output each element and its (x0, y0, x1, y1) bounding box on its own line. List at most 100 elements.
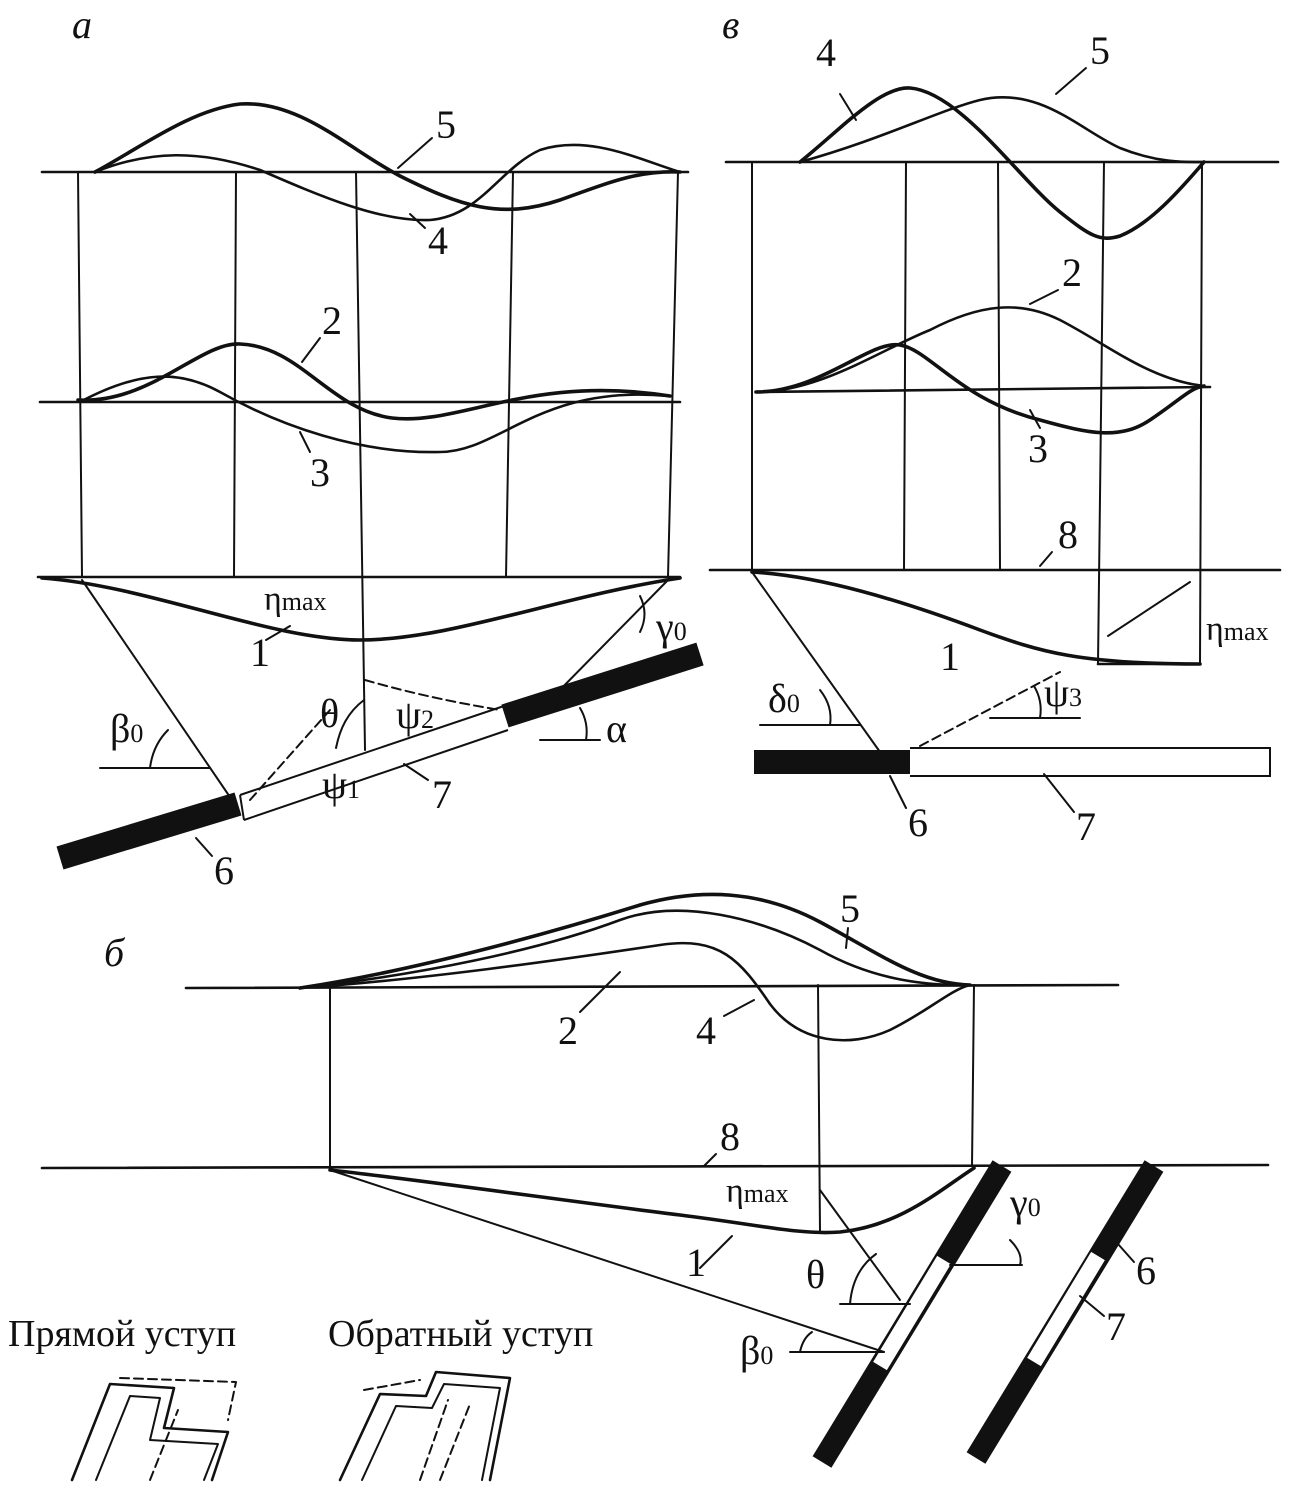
projection-line (997, 161, 1001, 571)
eta-max-label: ηmax (726, 1173, 789, 1210)
label-4: 4 (696, 1008, 716, 1053)
mined-out-left (873, 1255, 951, 1371)
diagonal-marker (1107, 581, 1191, 637)
leader-1 (265, 625, 291, 641)
reverse-step-dashed-2 (439, 1403, 471, 1481)
reverse-step-inner (361, 1383, 501, 1481)
label-2: 2 (322, 298, 342, 343)
panel-v-label: в (722, 2, 739, 47)
dashed-line (919, 671, 1061, 747)
leader-3 (1029, 409, 1041, 429)
theta-label: θ (320, 691, 339, 736)
label-7: 7 (432, 772, 452, 817)
curve-4 (798, 86, 1206, 240)
curve-1 (750, 570, 1202, 666)
label-4: 4 (428, 218, 448, 263)
step-legend: Прямой уступ Обратный уступ (8, 1313, 593, 1482)
label-6: 6 (1136, 1248, 1156, 1293)
panel-b: б 5 2 4 8 ηmax 1 (40, 886, 1270, 1468)
panel-a: а 5 4 2 3 1 ηmax (36, 2, 704, 893)
projection-line (903, 161, 907, 571)
leader-4 (839, 93, 857, 121)
delta-arc (819, 689, 832, 726)
curve-3 (754, 343, 1206, 435)
leader-8 (703, 1153, 717, 1167)
boundary-line-left (329, 1169, 885, 1353)
leader-5 (1055, 67, 1087, 95)
beta-arc (799, 1331, 813, 1353)
alpha-arc (579, 707, 588, 741)
label-8: 8 (1058, 512, 1078, 557)
leader-5 (845, 927, 849, 949)
leader-7 (1079, 1295, 1105, 1317)
label-5: 5 (840, 886, 860, 931)
reverse-step-dashed (363, 1379, 449, 1481)
eta-max-label: ηmax (264, 581, 327, 618)
boundary-line-left (751, 571, 881, 753)
label-8: 8 (720, 1114, 740, 1159)
dashed-line (819, 1189, 901, 1301)
projection-line (667, 171, 679, 578)
theta-arc (849, 1253, 877, 1305)
delta0-label: δ0 (768, 676, 800, 721)
curve-5 (298, 892, 972, 990)
direct-step-sketch (70, 1377, 237, 1482)
leader-6 (195, 837, 213, 857)
leader-5 (397, 137, 433, 169)
psi3-label: ψ3 (1044, 670, 1082, 715)
curve-2 (76, 342, 672, 421)
psi3-arc (1033, 685, 1042, 719)
theta-label: θ (806, 1252, 825, 1297)
direct-step-inner (95, 1395, 219, 1481)
leader-1 (699, 1235, 733, 1269)
projection-line (971, 984, 975, 1167)
projection-line (1097, 161, 1105, 665)
leader-7 (1043, 773, 1075, 813)
projection-line (77, 171, 83, 578)
curve-4 (298, 941, 972, 1042)
label-4: 4 (816, 30, 836, 75)
label-5: 5 (1090, 28, 1110, 73)
projection-line (505, 171, 514, 578)
reverse-step-caption: Обратный уступ (328, 1313, 593, 1355)
label-2: 2 (558, 1008, 578, 1053)
panel-b-label: б (104, 930, 126, 975)
alpha-label: α (606, 706, 627, 751)
panel-v: в 4 5 2 3 8 1 ηmax (708, 2, 1282, 849)
curve-1 (328, 1166, 976, 1235)
direct-step-dashed-2 (149, 1409, 179, 1481)
projection-line (1199, 161, 1203, 665)
direct-step-outline (70, 1382, 230, 1482)
label-6: 6 (908, 800, 928, 845)
curve-5 (93, 102, 682, 212)
label-7: 7 (1106, 1304, 1126, 1349)
beta0-label: β0 (740, 1328, 773, 1373)
boundary-line-left (81, 579, 233, 801)
leader-2 (1029, 289, 1059, 305)
mined-out-7 (910, 747, 1271, 777)
beta0-label: β0 (110, 706, 143, 751)
curve-3 (78, 375, 670, 454)
leader-4 (723, 999, 755, 1017)
leader-3 (299, 431, 311, 453)
mined-out-7 (239, 705, 509, 821)
gamma0-label: γ0 (1009, 1180, 1041, 1225)
leader-4 (409, 213, 426, 229)
theta-arc (335, 699, 365, 749)
leader-8 (1039, 551, 1053, 567)
label-6: 6 (214, 848, 234, 893)
surface-line-8 (40, 1163, 1270, 1170)
mined-out-7 (1027, 1251, 1105, 1367)
curve-2 (754, 306, 1206, 394)
curve-5 (798, 96, 1206, 164)
label-3: 3 (310, 450, 330, 495)
label-1: 1 (250, 630, 270, 675)
eta-max-label: ηmax (1206, 611, 1269, 648)
psi1-label: ψ1 (322, 762, 360, 807)
curve-1 (40, 576, 682, 642)
leader-7 (403, 763, 429, 781)
curve-2 (298, 909, 972, 990)
gamma-arc (639, 595, 646, 633)
label-1: 1 (940, 634, 960, 679)
leader-2 (579, 971, 621, 1013)
